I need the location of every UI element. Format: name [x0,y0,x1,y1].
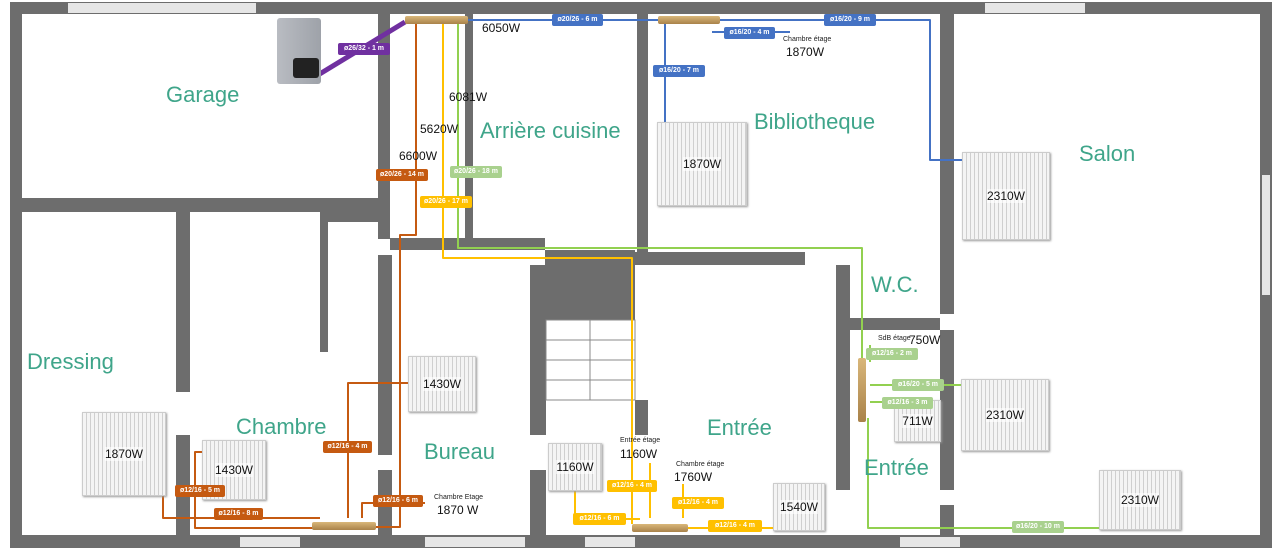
pipe-orange [375,24,417,528]
pipe-label: ø12/16 - 2 m [866,348,918,360]
manifold-yellow [632,524,688,532]
upstairs-label: Entrée étage [620,437,661,444]
pipe-label: ø12/16 - 6 m [373,495,423,507]
room-label-arriere-cuisine: Arrière cuisine [480,118,621,143]
radiator-salon-mid: 2310W [961,379,1049,451]
upstairs-power: 1870W [786,45,825,59]
radiator-power: 1430W [422,377,462,391]
radiator-bureau: 1430W [408,356,476,412]
room-label-dressing: Dressing [27,349,114,374]
upstairs-label: Chambre étage [783,36,832,43]
upstairs-power: 1160W [620,447,658,461]
room-label-entree: Entrée [707,415,772,440]
pipe-label: ø16/20 - 9 m [824,14,876,26]
pipe-label: ø16/20 - 4 m [724,27,775,39]
power-green: 6081W [449,90,488,104]
boiler [277,18,321,84]
power-orange: 6600W [399,149,438,163]
room-label-garage: Garage [166,82,240,107]
radiator-power: 2310W [1120,493,1160,507]
power-yellow: 5620W [420,122,459,136]
radiator-bibliotheque: 1870W [657,122,747,206]
room-label-salon: Salon [1079,141,1136,166]
stairs [545,319,636,401]
room-label-bibliotheque: Bibliotheque [754,109,876,134]
pipe-label: ø12/16 - 4 m [607,480,657,492]
pipe-label: ø12/16 - 5 m [175,485,225,497]
pipe-label: ø12/16 - 4 m [708,520,762,532]
manifold-blue [658,16,720,24]
room-label-entree-2: Entrée [864,455,929,480]
radiator-power: 1540W [779,500,819,514]
pipe-label: ø20/26 - 6 m [552,14,603,26]
upstairs-power: 1760W [674,470,713,484]
burner [293,58,319,78]
pipe-label: ø16/20 - 7 m [653,65,705,77]
pipe-label: ø12/16 - 4 m [672,497,724,509]
upstairs-label: Chambre Etage [434,494,484,501]
manifold-orange [312,522,376,530]
upstairs-power: 750W [909,333,941,347]
pipe-label: ø16/20 - 5 m [892,379,944,391]
upstairs-power: 1870 W [437,503,479,517]
radiator-power: 2310W [985,408,1025,422]
radiator-entree-right: 1540W [773,483,825,531]
manifold-main [405,16,468,24]
radiator-salon-bottom: 2310W [1099,470,1181,530]
room-label-chambre: Chambre [236,414,327,439]
pipe-label: ø16/20 - 10 m [1012,521,1064,533]
pipe-label: ø12/16 - 6 m [573,513,626,525]
windows [68,3,1270,547]
power-blue: 6050W [482,21,521,35]
pipe-label: ø26/32 - 1 m [338,43,390,55]
pipe-label: ø20/26 - 17 m [420,196,472,208]
upstairs-label: SdB étage [878,335,911,342]
radiator-power: 1430W [214,463,254,477]
pipe-label: ø20/26 - 14 m [376,169,428,181]
pipe-label: ø12/16 - 8 m [214,508,263,520]
pipe-yellow [442,24,633,524]
radiator-power: 1160W [556,460,594,474]
radiator-power: 711W [902,414,933,428]
radiator-salon-top: 2310W [962,152,1050,240]
room-label-wc: W.C. [871,272,919,297]
pipe-label: ø12/16 - 4 m [323,441,372,453]
radiator-dressing: 1870W [82,412,166,496]
walls [10,2,1272,548]
radiator-power: 1870W [682,157,722,171]
radiator-power: 2310W [986,189,1026,203]
pipe-label: ø12/16 - 3 m [882,397,933,409]
pipe-label: ø20/26 - 18 m [450,166,502,178]
manifold-green [858,358,866,422]
radiator-entree-left: 1160W [548,443,602,491]
radiator-power: 1870W [104,447,144,461]
upstairs-label: Chambre étage [676,461,725,468]
pipe-green [457,24,863,362]
room-label-bureau: Bureau [424,439,495,464]
